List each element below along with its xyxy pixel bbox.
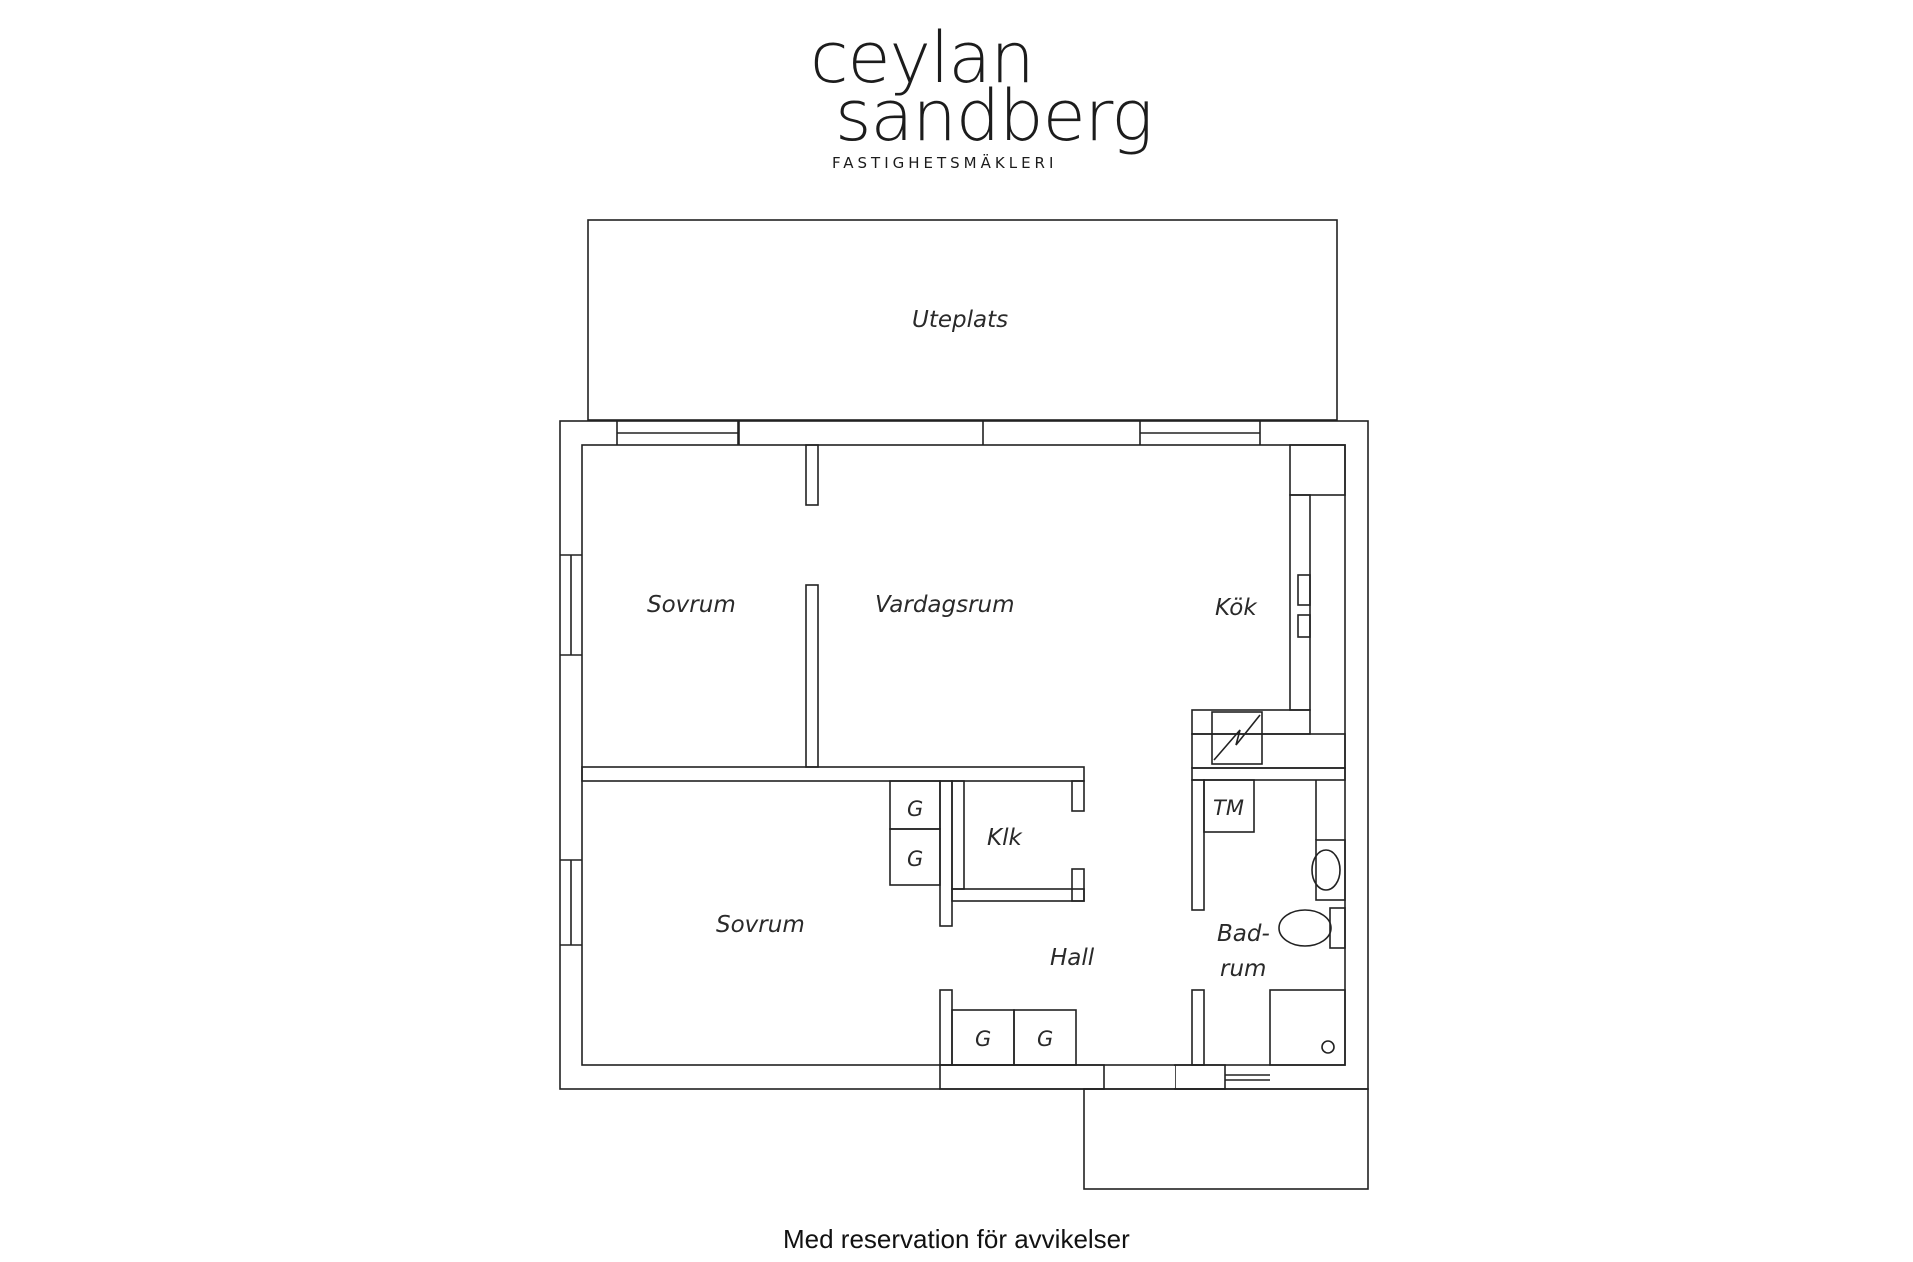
label-vardagsrum: Vardagsrum (875, 592, 1015, 618)
label-tm: TM (1213, 796, 1244, 820)
label-sovrum-top: Sovrum (647, 592, 736, 618)
logo-line-1: ceylan (810, 17, 1034, 99)
label-g-4: G (1037, 1027, 1053, 1051)
label-hall: Hall (1050, 945, 1095, 971)
label-g-2: G (907, 847, 923, 871)
room-labels: Uteplats Sovrum Vardagsrum Kök Klk Sovru… (647, 307, 1270, 1051)
logo-line-2: sandberg (835, 75, 1152, 157)
patio-outline (587, 219, 1338, 421)
entrance-porch (1083, 1088, 1369, 1190)
exterior-walls (559, 420, 1369, 1090)
label-g-1: G (907, 797, 923, 821)
label-badrum-2: rum (1220, 956, 1266, 982)
door-gaps (738, 421, 984, 445)
label-sovrum-bottom: Sovrum (716, 912, 805, 938)
label-g-3: G (975, 1027, 991, 1051)
label-uteplats: Uteplats (912, 307, 1008, 333)
disclaimer: Med reservation för avvikelser (783, 1224, 1130, 1254)
logo-tagline: FASTIGHETSMÄKLERI (832, 153, 1057, 172)
entrance-gap (1105, 1066, 1175, 1088)
windows (560, 421, 1261, 946)
interior-walls (581, 444, 1346, 1090)
label-badrum-1: Bad- (1217, 921, 1270, 947)
label-klk: Klk (987, 825, 1023, 851)
logo: ceylan sandberg FASTIGHETSMÄKLERI (810, 17, 1153, 172)
label-kok: Kök (1215, 595, 1258, 621)
